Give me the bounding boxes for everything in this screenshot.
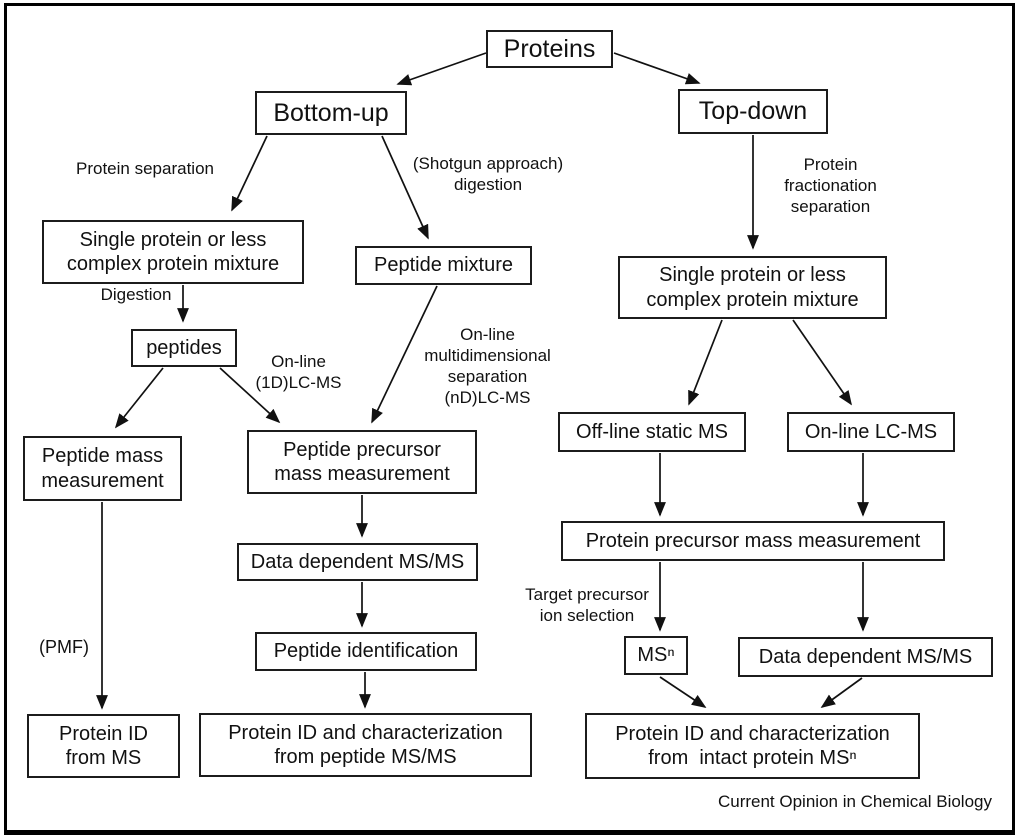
node-protein-id-peptide-msms: Protein ID and characterization from pep…: [199, 713, 532, 777]
node-bottom-up: Bottom-up: [255, 91, 407, 135]
arrow-msn-to-protein-id-intact: [659, 676, 707, 708]
node-top-down: Top-down: [678, 89, 828, 134]
arrow-single-right-to-offline: [688, 319, 723, 406]
arrow-bottom-up-to-peptide-mixture: [381, 135, 429, 240]
node-peptide-precursor-mass: Peptide precursor mass measurement: [247, 430, 477, 494]
node-proteins: Proteins: [486, 30, 613, 68]
node-msn: MSⁿ: [624, 636, 688, 675]
arrow-peptides-to-peptide-mass: [114, 367, 164, 429]
node-data-dependent-msms-right: Data dependent MS/MS: [738, 637, 993, 677]
edge-label-target-precursor: Target precursor ion selection: [525, 585, 649, 626]
node-peptide-mass-measurement: Peptide mass measurement: [23, 436, 182, 501]
node-protein-precursor-mass: Protein precursor mass measurement: [561, 521, 945, 561]
edge-label-shotgun-digestion: (Shotgun approach) digestion: [412, 154, 564, 195]
node-single-protein-right: Single protein or less complex protein m…: [618, 256, 887, 319]
node-offline-static-ms: Off-line static MS: [558, 412, 746, 452]
arrow-data-dependent-right-to-protein-id-intact: [820, 677, 863, 708]
arrow-single-right-to-online: [792, 319, 852, 406]
arrow-proteins-to-bottom-up: [396, 52, 487, 86]
edge-label-pmf: (PMF): [39, 637, 89, 657]
node-peptides: peptides: [131, 329, 237, 367]
node-peptide-mixture: Peptide mixture: [355, 246, 532, 285]
node-online-lc-ms: On-line LC-MS: [787, 412, 955, 452]
node-protein-id-intact-msn: Protein ID and characterization from int…: [585, 713, 920, 779]
node-peptide-identification: Peptide identification: [255, 632, 477, 671]
edge-label-protein-fractionation: Protein fractionation separation: [784, 155, 877, 217]
arrow-peptides-to-peptide-precursor: [219, 367, 281, 424]
edge-label-online-1d-lc-ms: On-line (1D)LC-MS: [255, 352, 342, 393]
journal-caption: Current Opinion in Chemical Biology: [717, 792, 992, 811]
node-single-protein-left: Single protein or less complex protein m…: [42, 220, 304, 284]
node-protein-id-from-ms: Protein ID from MS: [27, 714, 180, 778]
arrow-proteins-to-top-down: [613, 52, 701, 85]
arrow-bottom-up-to-single-left: [231, 135, 268, 212]
edge-label-digestion: Digestion: [100, 285, 172, 304]
edge-label-protein-separation: Protein separation: [76, 159, 214, 178]
node-data-dependent-msms-center: Data dependent MS/MS: [237, 543, 478, 581]
arrow-peptide-mixture-to-peptide-precursor: [371, 285, 438, 424]
edge-label-online-multidimensional: On-line multidimensional separation (nD)…: [424, 325, 551, 408]
